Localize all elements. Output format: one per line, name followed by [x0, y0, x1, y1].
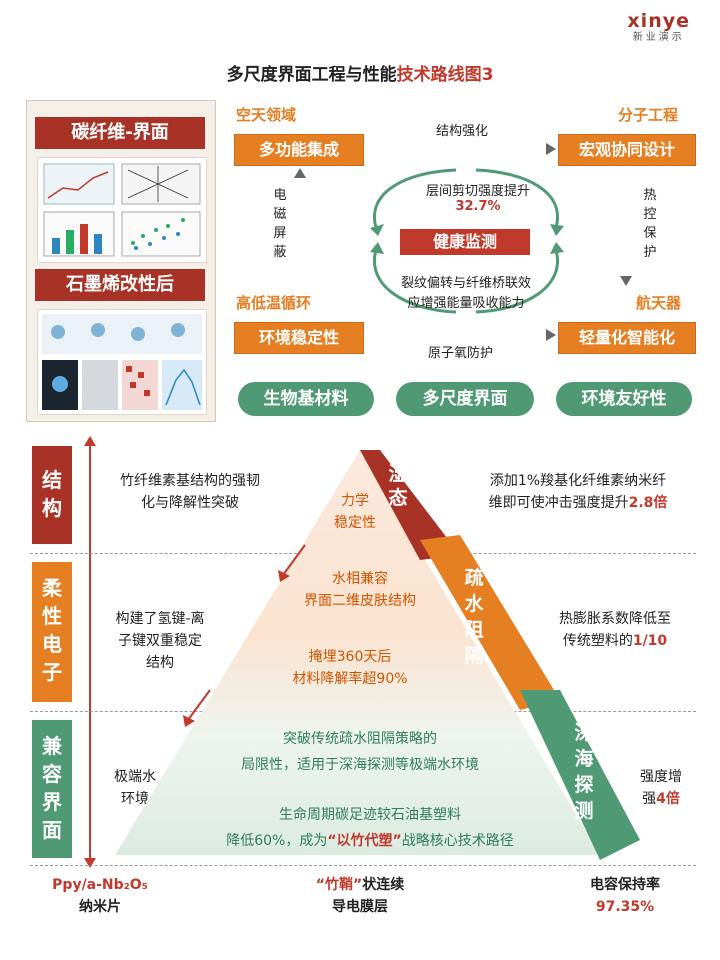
arrow-red-1 — [282, 544, 306, 576]
bottom-right-capacitance: 电容保持率 97.35% — [590, 877, 660, 915]
bottom-left-material: Ppy/a-Nb₂O₅ 纳米片 — [52, 877, 148, 915]
vertical-thermal-protection: 热控保护 — [643, 188, 657, 260]
diagram-arrows — [294, 143, 632, 341]
vertical-axis — [84, 436, 96, 868]
label-atomic-oxygen: 原子氧防护 — [428, 346, 494, 361]
row3-right-text: 强度增 强4倍 — [640, 769, 682, 807]
label-structural-strengthening: 结构强化 — [436, 124, 489, 139]
row1-left-text: 竹纤维素基结构的强韧化与降解性突破 — [120, 473, 260, 511]
pyramid-fill — [115, 450, 600, 855]
side-label-compatible-interface: 兼容界面 — [32, 720, 72, 858]
triangle-hydrophobic-strategy: 突破传统疏水阻隔策略的局限性，适用于深海探测等极端水环境 — [241, 731, 479, 773]
center-shear-strength: 层间剪切强度提升 32.7% — [425, 184, 530, 214]
green-curve-right-bottom — [475, 249, 559, 314]
pill-eco-friendly: 环境友好性 — [556, 382, 692, 416]
triangle-degradation: 掩埋360天后材料降解率超90% — [292, 649, 408, 687]
label-aerospace-field: 空天领域 — [236, 106, 297, 124]
green-curve-right-top — [475, 168, 559, 229]
green-curve-left-bottom — [373, 249, 457, 314]
triangle-aqueous-compatible: 水相兼容界面二维皮肤结构 — [304, 571, 416, 609]
figure-charts-illustration — [43, 163, 201, 257]
row1-right-text: 添加1%羧基化纤维素纳米纤 维即可使冲击强度提升2.8倍 — [488, 473, 668, 511]
label-molecular-engineering: 分子工程 — [618, 106, 679, 124]
band-wet-state — [360, 450, 460, 560]
arrow-red-2 — [187, 689, 211, 721]
label-thermal-cycling: 高低温循环 — [236, 294, 312, 312]
row-separator-3 — [30, 865, 696, 866]
band-hydrophobic — [420, 535, 560, 710]
side-label-structure: 结构 — [32, 446, 72, 544]
figure-charts-top — [37, 157, 207, 263]
box-lightweight: 轻量化智能化 — [558, 322, 696, 354]
row2-right-text: 热膨胀系数降低至 传统塑料的1/10 — [559, 611, 671, 649]
row3-left-text: 极端水环境 — [114, 769, 156, 807]
band-label-hydrophobic: 疏水阻隔 — [464, 567, 484, 667]
panel-label-bottom: 石墨烯改性后 — [35, 269, 205, 301]
band-label-deep-sea: 深海探测 — [574, 722, 594, 822]
title-prefix: 多尺度界面工程与性能 — [226, 65, 397, 85]
page-title: 多尺度界面工程与性能技术路线图3 — [0, 60, 720, 85]
side-label-flexible-electronics: 柔性电子 — [32, 562, 72, 702]
logo-word: xinye — [627, 10, 690, 32]
center-crack-deflection: 裂纹偏转与纤维桥联效 应增强能量吸收能力 — [400, 276, 531, 311]
figure-photos-bottom — [37, 309, 207, 415]
brand-logo: xinye 新业演示 — [627, 10, 690, 44]
box-multifunction: 多功能集成 — [234, 134, 364, 166]
panel-label-top: 碳纤维-界面 — [35, 117, 205, 149]
band-deep-sea — [520, 690, 640, 860]
logo-subtitle: 新业演示 — [632, 32, 685, 43]
triangle-carbon-footprint: 生命周期碳足迹较石油基塑料 降低60%，成为“以竹代塑”战略核心技术路径 — [226, 807, 514, 849]
box-health-monitoring: 健康监测 — [400, 229, 530, 255]
pill-bio-materials: 生物基材料 — [238, 382, 374, 416]
pill-multiscale-interface: 多尺度界面 — [396, 382, 534, 416]
vertical-emi-shielding: 电磁屏蔽 — [273, 188, 287, 260]
bottom-middle-film: “竹鞘”状连续 导电膜层 — [315, 877, 405, 915]
triangle-mechanical-stability: 力学稳定性 — [334, 493, 376, 531]
figure-photos-illustration — [42, 314, 202, 410]
left-figure-panel: 碳纤维-界面 石墨烯改性后 — [26, 100, 216, 422]
band-label-wet: 湿态 — [388, 463, 408, 509]
title-highlight: 技术路线图3 — [396, 65, 494, 85]
green-curve-left-top — [373, 168, 457, 229]
box-macro-design: 宏观协同设计 — [558, 134, 696, 166]
label-spacecraft: 航天器 — [636, 294, 682, 312]
box-env-stability: 环境稳定性 — [234, 322, 364, 354]
row2-left-text: 构建了氢键-离子键双重稳定结构 — [115, 611, 205, 671]
